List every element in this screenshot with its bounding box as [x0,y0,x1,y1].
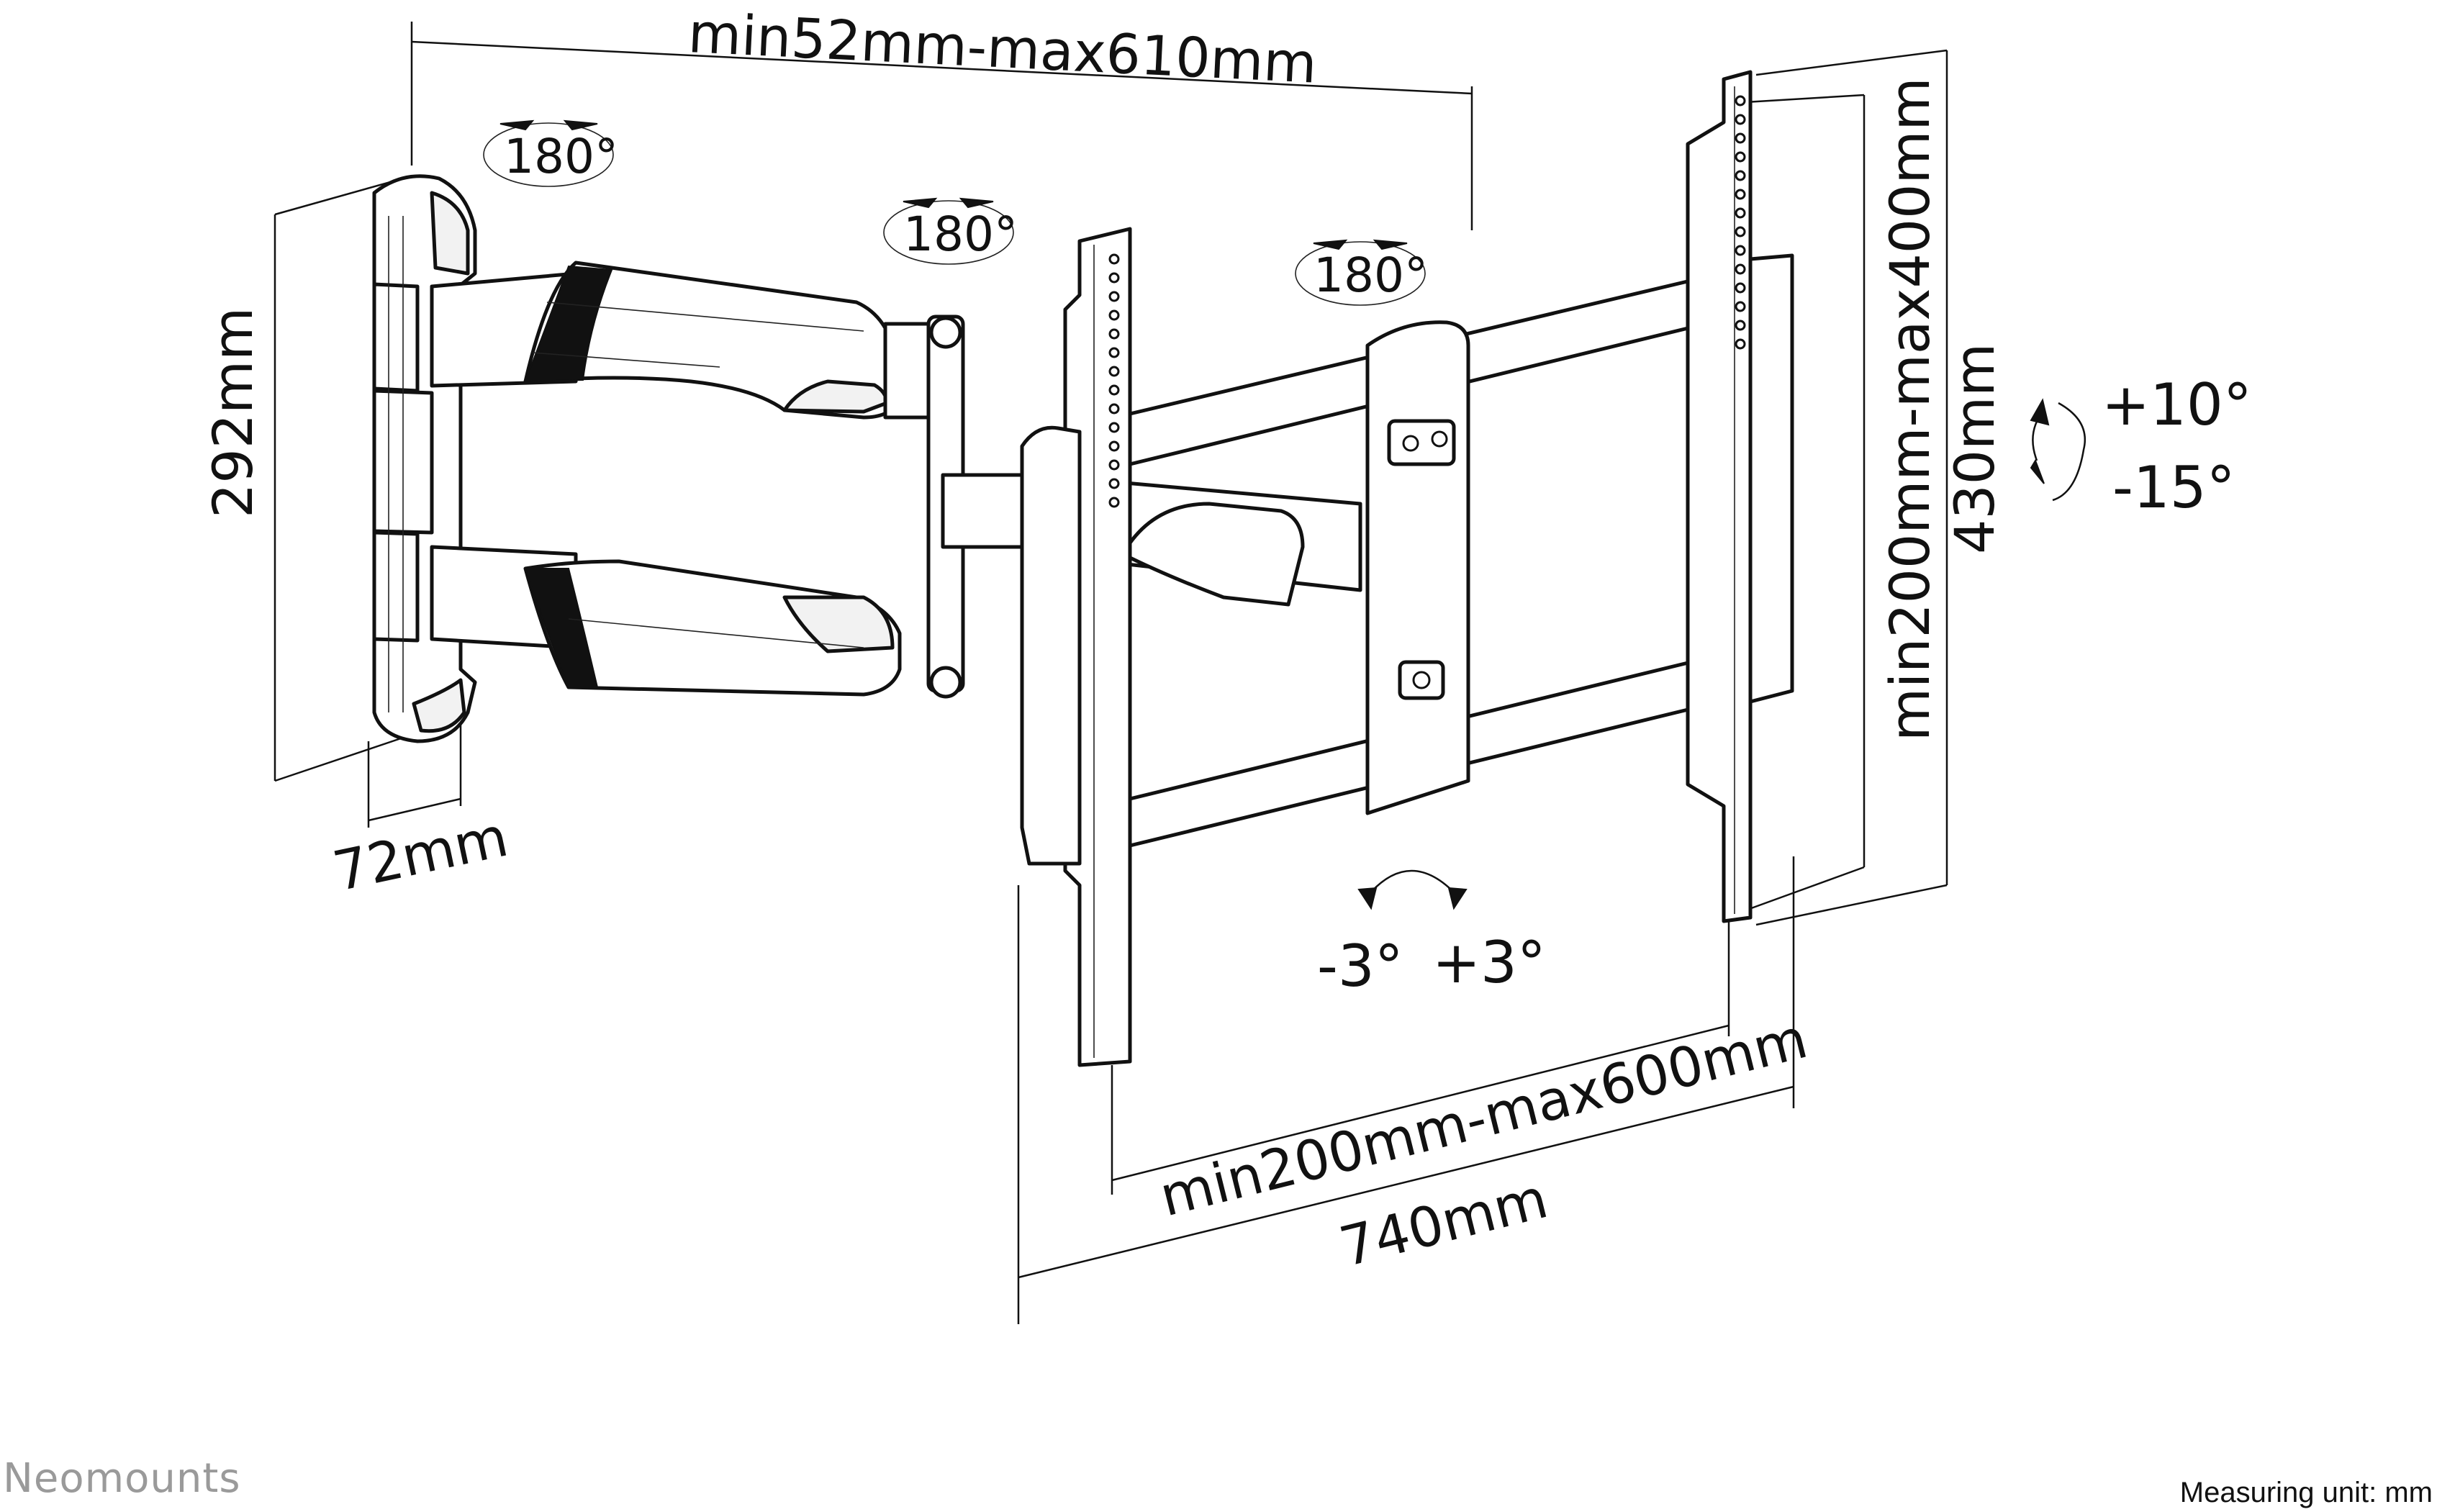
roll-left-label: -3° [1317,933,1403,1000]
bracket-hole [1108,272,1120,284]
bracket-hole [1735,338,1746,350]
dimension-lines [273,22,1948,1324]
bracket-hole [1108,384,1120,396]
measuring-unit-note: Measuring unit: mm [2179,1477,2433,1508]
rotation-label-middle: 180° [903,207,1018,262]
left-tv-bracket [1020,227,1132,1067]
bracket-hole [1735,226,1746,237]
rotation-middle-joint: 180° [883,197,1018,265]
tilt-up-label: +10° [2102,371,2252,438]
right-tv-bracket [1686,70,1794,923]
roll-right-label: +3° [1432,929,1546,996]
roll-indicator: -3° +3° [1317,869,1546,1000]
bracket-hole [1108,497,1120,508]
bracket-hole [1735,207,1746,219]
arm-span-label: min52mm-max610mm [687,1,1319,96]
lower-arm [430,545,902,697]
tv-rails [1128,275,1708,848]
bracket-hole [1735,301,1746,312]
rotation-wall-joint: 180° [483,119,618,187]
rotation-screen-joint: 180° [1295,239,1428,306]
tilt-indicator: +10° -15° [2030,371,2252,521]
rotation-indicators: 180° 180° 180° [483,119,1428,306]
bracket-hole [1108,403,1120,415]
bracket-hole [1108,291,1120,302]
bracket-hole [1108,440,1120,452]
bracket-width-label: 740mm [1334,1166,1554,1279]
bracket-hole [1735,189,1746,200]
bracket-height-label: 430mm [1943,343,2007,554]
bracket-hole [1735,245,1746,256]
bracket-hole [1108,309,1120,321]
bracket-hole [1735,132,1746,144]
upper-arm [430,261,952,420]
rotation-label-screen: 180° [1314,248,1428,303]
wall-plate [372,174,477,743]
bracket-hole [1108,253,1120,265]
tilt-down-label: -15° [2112,454,2235,521]
bracket-hole [1735,320,1746,331]
brand-logo-text: Neomounts [3,1455,241,1502]
bracket-hole [1108,459,1120,471]
bracket-hole [1108,328,1120,340]
bracket-hole [1108,347,1120,358]
bracket-hole [1108,366,1120,377]
bracket-hole [1735,282,1746,294]
wall-plate-depth-label: 72mm [327,805,513,904]
rotation-label-wall: 180° [504,129,618,184]
bracket-hole [1735,151,1746,163]
bracket-hole [1735,263,1746,275]
bracket-hole [1735,114,1746,125]
vesa-vertical-label: min200mm-max400mm [1878,77,1942,741]
bracket-hole [1108,478,1120,489]
bracket-hole [1108,422,1120,433]
wall-plate-height-label: 292mm [201,307,265,518]
bracket-hole [1735,95,1746,107]
bracket-hole [1735,170,1746,181]
